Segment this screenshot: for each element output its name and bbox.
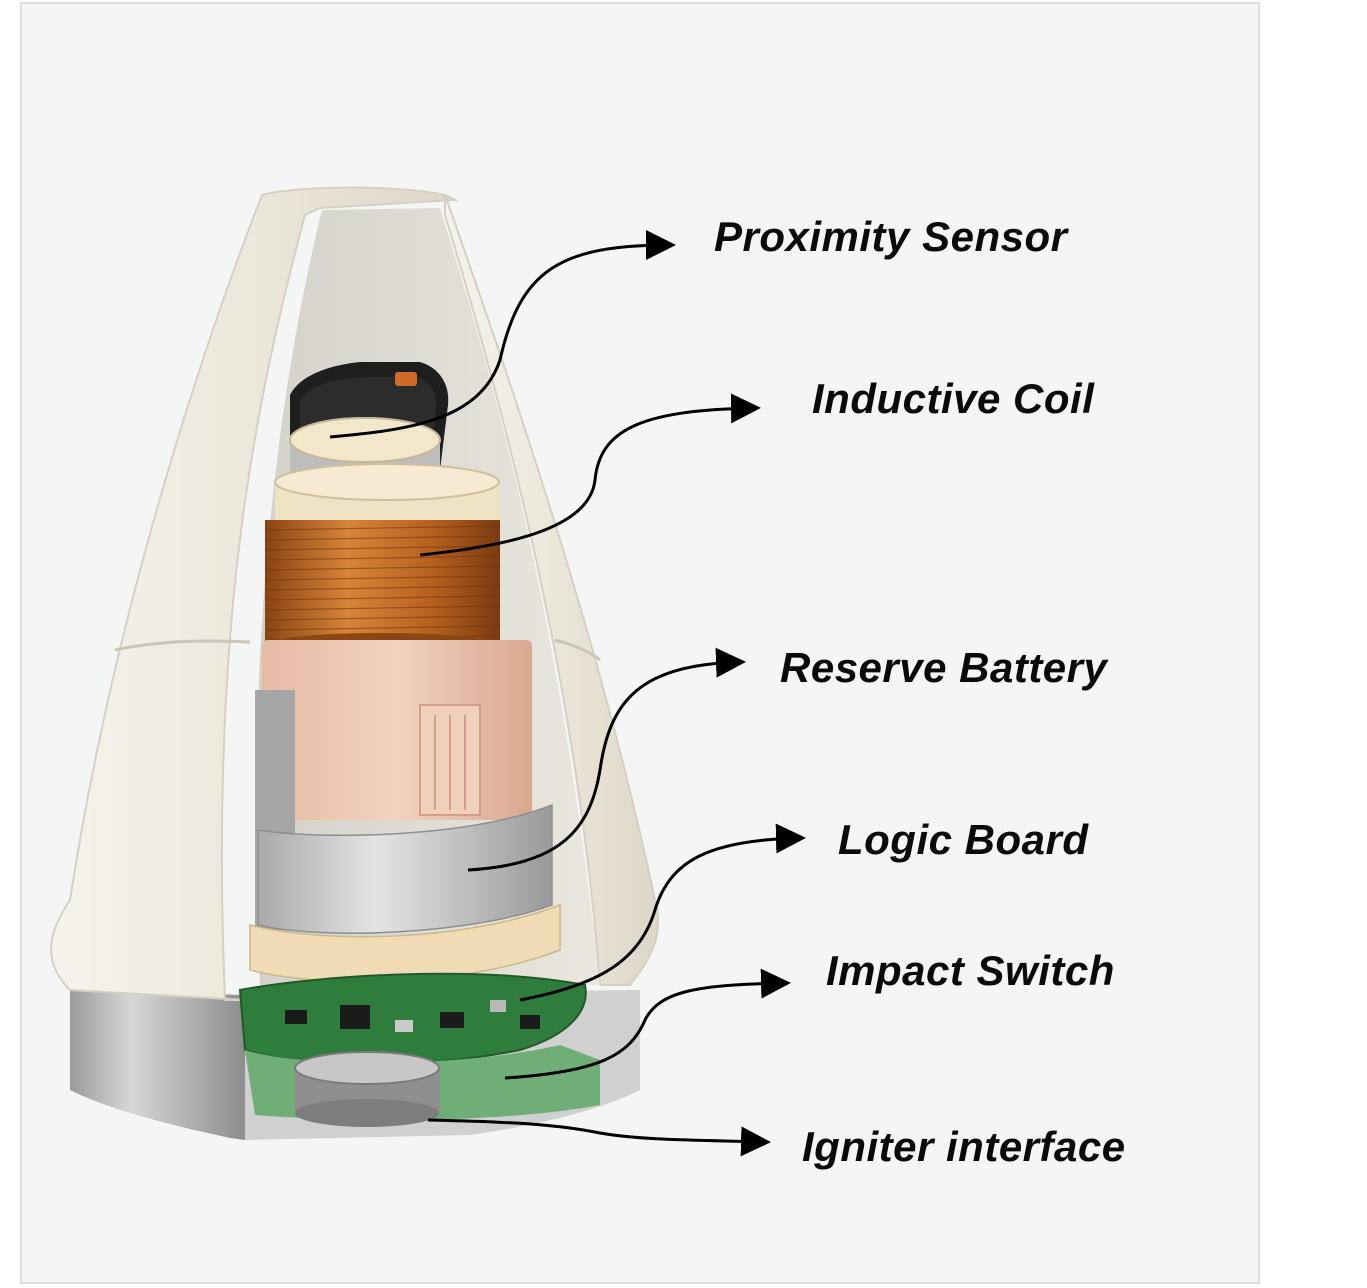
logic-board-part — [238, 972, 587, 1066]
reserve-battery-arrow — [467, 647, 746, 872]
logic-board-arrow — [519, 823, 806, 1002]
leader-arrows — [329, 230, 806, 1157]
impact-switch-arrow — [504, 968, 791, 1080]
proximity-sensor-arrow — [329, 230, 676, 439]
logic-board-label: Logic Board — [838, 816, 1089, 863]
inductive-coil-part — [264, 520, 501, 657]
igniter-part — [245, 1045, 600, 1127]
proximity-sensor-label: Proximity Sensor — [714, 213, 1068, 260]
impact-switch-label: Impact Switch — [826, 947, 1115, 994]
metal-band — [257, 803, 553, 934]
outer-shell — [50, 186, 660, 1001]
igniter-interface-arrow — [427, 1118, 771, 1157]
reserve-battery-part — [262, 640, 532, 820]
coil-collar — [274, 463, 500, 525]
inductive-coil-arrow — [419, 393, 761, 557]
inductive-coil-label: Inductive Coil — [812, 375, 1095, 422]
reserve-battery-label: Reserve Battery — [780, 644, 1108, 691]
igniter-interface-label: Igniter interface — [802, 1123, 1126, 1170]
